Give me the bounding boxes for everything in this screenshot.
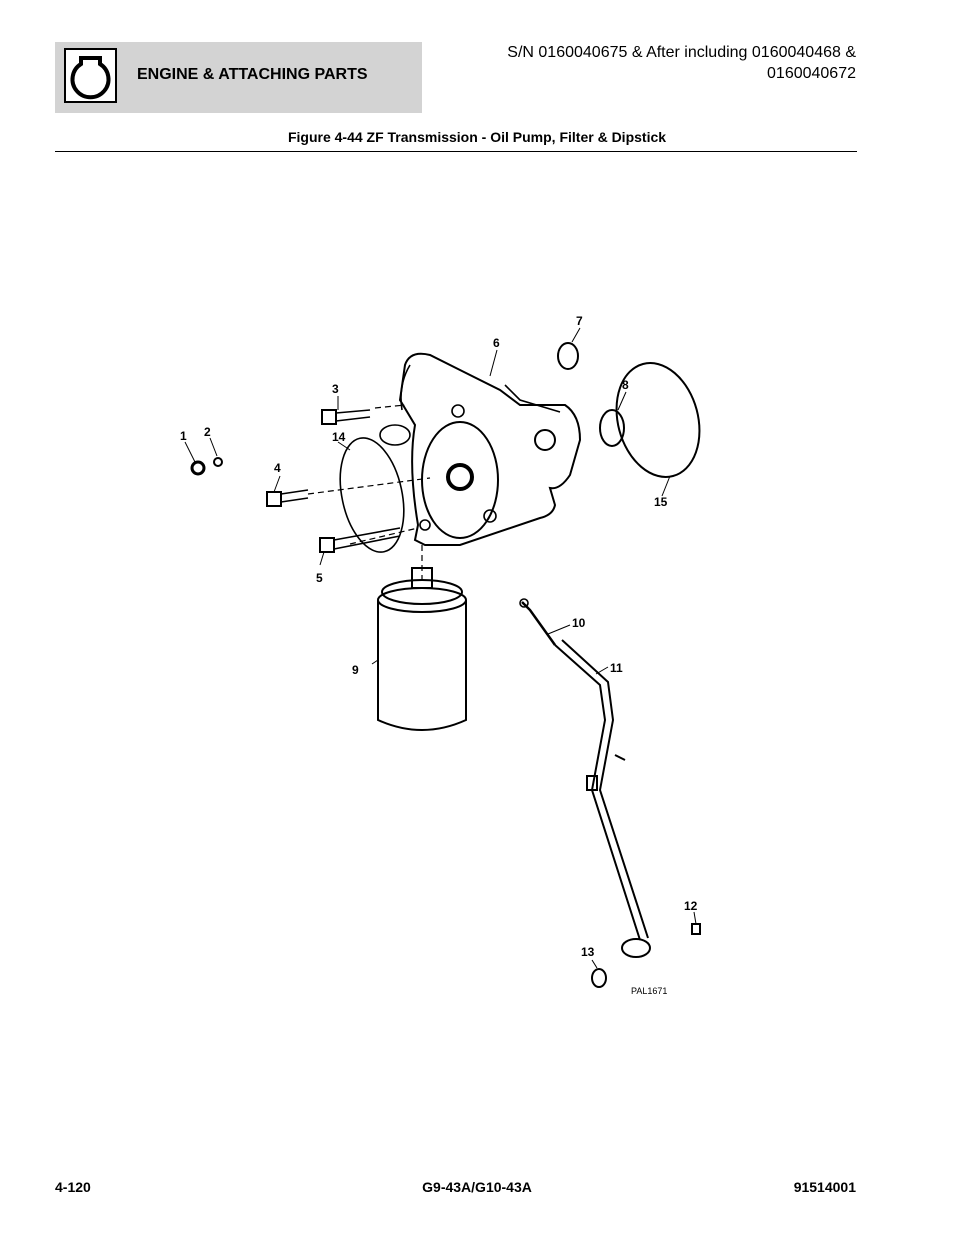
- o-ring-13: [591, 968, 607, 988]
- oil-pump-housing: [379, 352, 582, 546]
- bolt-3: [321, 409, 371, 425]
- callout-15: 15: [654, 495, 668, 509]
- callout-7: 7: [576, 314, 583, 328]
- drawing-id: PAL1671: [631, 986, 667, 996]
- serial-line-2: 0160040672: [767, 65, 856, 82]
- callout-8: 8: [622, 378, 629, 392]
- leader-lines: [184, 327, 697, 969]
- section-title: ENGINE & ATTACHING PARTS: [137, 66, 368, 83]
- washer-2: [213, 457, 223, 467]
- callout-4: 4: [274, 461, 281, 475]
- figure-title: Figure 4-44 ZF Transmission - Oil Pump, …: [287, 129, 667, 145]
- engine-icon: [64, 48, 117, 103]
- o-ring-8: [599, 409, 625, 447]
- callout-11: 11: [610, 661, 623, 675]
- o-ring-7: [557, 342, 579, 370]
- gasket-15: [615, 362, 701, 478]
- callout-14: 14: [332, 430, 346, 444]
- dipstick-tube-11: [554, 639, 652, 958]
- alignment-lines: [307, 404, 431, 580]
- callout-12: 12: [684, 899, 698, 913]
- bolt-4: [266, 489, 309, 507]
- callout-13: 13: [581, 945, 595, 959]
- callout-3: 3: [332, 382, 339, 396]
- oil-filter-9: [377, 567, 467, 731]
- callout-10: 10: [572, 616, 586, 630]
- dipstick-10: [519, 598, 557, 646]
- model-number: G9-43A/G10-43A: [422, 1179, 532, 1195]
- serial-line-1: S/N 0160040675 & After including 0160040…: [507, 44, 856, 61]
- callout-5: 5: [316, 571, 323, 585]
- bolt-5: [319, 527, 401, 553]
- screw-12: [691, 923, 701, 935]
- page-number: 4-120: [55, 1179, 91, 1195]
- callout-9: 9: [352, 663, 359, 677]
- parts-diagram: 1 2 3 4 5 6 7 8 9 10 11 12 13 14 15 PAL1…: [160, 300, 720, 1015]
- serial-number-range: S/N 0160040675 & After including 0160040…: [507, 42, 856, 84]
- callout-1: 1: [180, 429, 187, 443]
- gasket-14: [339, 437, 405, 553]
- callout-6: 6: [493, 336, 500, 350]
- header-divider: [55, 151, 857, 152]
- section-header: ENGINE & ATTACHING PARTS: [55, 42, 422, 113]
- plug-1: [190, 460, 206, 476]
- callout-2: 2: [204, 425, 211, 439]
- document-number: 91514001: [793, 1179, 856, 1195]
